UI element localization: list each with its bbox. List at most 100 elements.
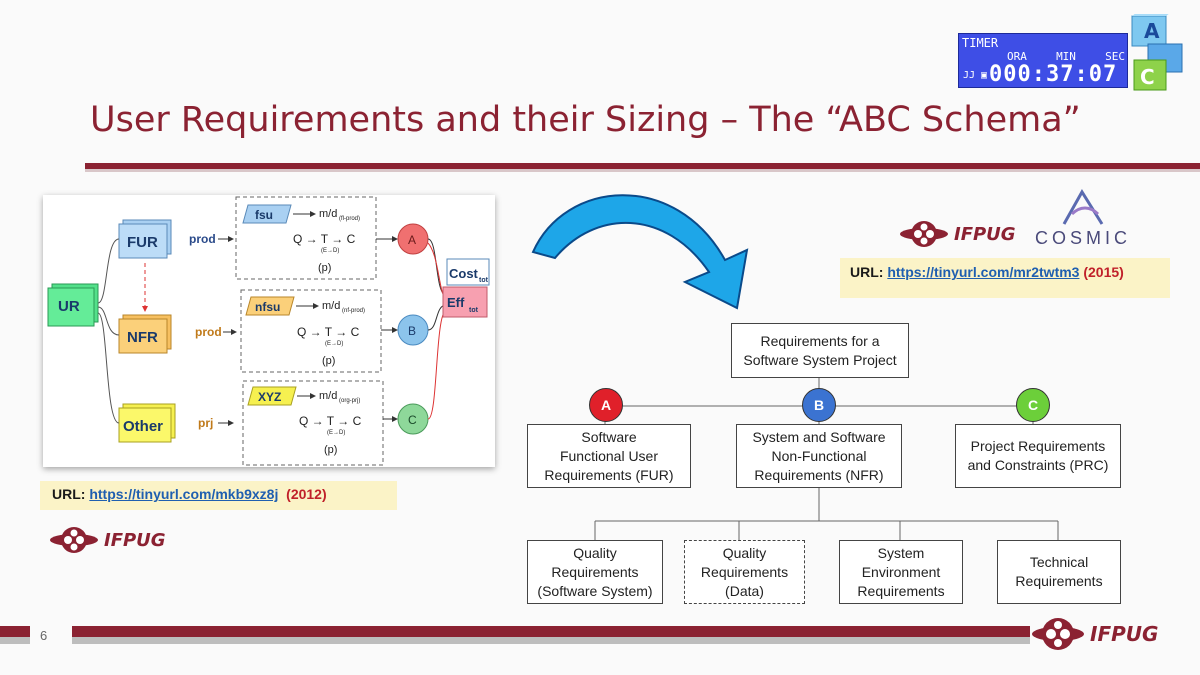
svg-text:C: C bbox=[1140, 65, 1155, 89]
ifpug-logo-right: IFPUG bbox=[898, 218, 1016, 250]
root-line-1: Requirements for a bbox=[760, 332, 880, 349]
nfsu-label: nfsu bbox=[255, 300, 280, 314]
cosmic-text: COSMIC bbox=[1035, 228, 1131, 248]
md3-sub: (org-prj) bbox=[339, 398, 360, 404]
ifpug-emblem-icon bbox=[1032, 618, 1084, 650]
md2-sub: (nf-prod) bbox=[342, 308, 365, 314]
timer-control-icons[interactable]: JJ ▣ bbox=[963, 70, 988, 81]
url-box-right: URL: https://tinyurl.com/mr2twtm3 (2015) bbox=[840, 258, 1170, 298]
timer-columns: ORA MIN SEC bbox=[1007, 50, 1125, 63]
page-number: 6 bbox=[40, 628, 48, 643]
p-3: (p) bbox=[324, 444, 337, 456]
cost-sub: tot bbox=[479, 277, 489, 284]
url-right-year: (2015) bbox=[1083, 264, 1124, 280]
abc-schema-diagram: UR FUR NFR Other prod prod prj bbox=[43, 195, 495, 467]
url-right-link[interactable]: https://tinyurl.com/mr2twtm3 bbox=[887, 264, 1080, 280]
timer-col-minutes: MIN bbox=[1056, 50, 1076, 63]
ur-label: UR bbox=[58, 298, 80, 315]
se-line-2: Environment bbox=[861, 563, 941, 580]
timer-minutes: 37 bbox=[1046, 62, 1075, 87]
q2-line-2: Requirements bbox=[700, 563, 789, 580]
qtc-1: Q → T → C bbox=[293, 232, 356, 246]
md2-label: m/d bbox=[322, 300, 340, 312]
url-box-left: URL: https://tinyurl.com/mkb9xz8j (2012) bbox=[40, 481, 397, 510]
cosmic-emblem-icon bbox=[1062, 189, 1104, 225]
footer-grey bbox=[72, 637, 1030, 644]
abc-cubes-icon: A C bbox=[1131, 14, 1183, 91]
q2-line-1: Quality bbox=[722, 544, 767, 561]
nfr-line-1: System and Software bbox=[752, 428, 886, 445]
url-left-link[interactable]: https://tinyurl.com/mkb9xz8j bbox=[89, 486, 279, 502]
md3-label: m/d bbox=[319, 390, 337, 402]
svg-text:A: A bbox=[1144, 19, 1160, 43]
circle-c: C bbox=[1016, 388, 1050, 422]
slide-title: User Requirements and their Sizing – The… bbox=[90, 100, 1081, 140]
prod-label-1: prod bbox=[189, 232, 216, 246]
ifpug-logo-left: IFPUG bbox=[48, 524, 166, 556]
xyz-label: XYZ bbox=[258, 390, 281, 404]
nfr-label: NFR bbox=[127, 329, 158, 346]
timer-label: TIMER bbox=[962, 36, 999, 50]
se-line-1: System bbox=[877, 544, 925, 561]
fur-line-3: Requirements (FUR) bbox=[544, 466, 674, 483]
q1-line-1: Quality bbox=[573, 544, 617, 561]
prc-box: Project Requirements and Constraints (PRC… bbox=[955, 424, 1121, 488]
title-rule-shadow bbox=[85, 169, 1200, 172]
prc-line-2: and Constraints (PRC) bbox=[967, 457, 1109, 473]
fsu-label: fsu bbox=[255, 208, 273, 222]
fur-label: FUR bbox=[127, 234, 158, 251]
se-line-3: Requirements bbox=[857, 582, 945, 599]
timer-widget[interactable]: TIMER ORA MIN SEC JJ ▣ 000:37:07 bbox=[958, 33, 1128, 88]
tr-line-2: Requirements bbox=[1015, 573, 1103, 589]
nfr-line-3: Requirements (NFR) bbox=[754, 466, 884, 483]
footer-grey-left bbox=[0, 637, 30, 644]
ifpug-text-left: IFPUG bbox=[104, 529, 166, 551]
ed-3: (E→D) bbox=[327, 430, 345, 436]
url-left-label: URL: bbox=[52, 486, 86, 502]
ifpug-logo-footer: IFPUG bbox=[1030, 614, 1158, 654]
url-right-label: URL: bbox=[850, 264, 884, 280]
eff-sub: tot bbox=[469, 307, 479, 314]
p-2: (p) bbox=[322, 355, 335, 367]
title-rule bbox=[85, 163, 1200, 169]
url-left-year: (2012) bbox=[286, 486, 327, 502]
ifpug-text-right: IFPUG bbox=[954, 223, 1016, 245]
ed-2: (E→D) bbox=[325, 341, 343, 347]
curved-arrow-icon bbox=[531, 194, 749, 310]
requirements-tree: Requirements for a Software System Projec… bbox=[505, 318, 1200, 618]
abc-schema-svg: UR FUR NFR Other prod prod prj bbox=[47, 196, 490, 466]
fur-line-2: Functional User bbox=[559, 447, 659, 464]
q2-line-3: (Data) bbox=[725, 582, 764, 599]
p-1: (p) bbox=[318, 262, 331, 274]
footer-bar-left bbox=[0, 626, 30, 637]
ifpug-text-footer: IFPUG bbox=[1090, 622, 1159, 646]
timer-seconds: 07 bbox=[1088, 62, 1118, 87]
md1-sub: (fl-prod) bbox=[339, 216, 360, 222]
timer-col-hours: ORA bbox=[1007, 50, 1027, 63]
nfr-line-2: Non-Functional bbox=[771, 447, 867, 464]
md1-label: m/d bbox=[319, 208, 337, 220]
fur-line-1: Software bbox=[581, 428, 637, 445]
qtc-2: Q → T → C bbox=[297, 325, 360, 339]
timer-hours: 000 bbox=[989, 62, 1032, 87]
timer-digits: 000:37:07 bbox=[989, 62, 1118, 87]
diagram-a: A bbox=[408, 233, 416, 247]
ifpug-emblem-icon bbox=[900, 221, 948, 247]
qtc-3: Q → T → C bbox=[299, 414, 362, 428]
q1-line-3: (Software System) bbox=[537, 582, 653, 599]
diagram-b: B bbox=[408, 324, 416, 338]
diagram-c: C bbox=[408, 413, 417, 427]
prc-line-1: Project Requirements bbox=[970, 438, 1106, 454]
cost-label: Cost bbox=[449, 266, 479, 281]
q1-line-2: Requirements bbox=[551, 563, 639, 580]
ifpug-emblem-icon bbox=[50, 527, 98, 553]
circle-b: B bbox=[802, 388, 836, 422]
